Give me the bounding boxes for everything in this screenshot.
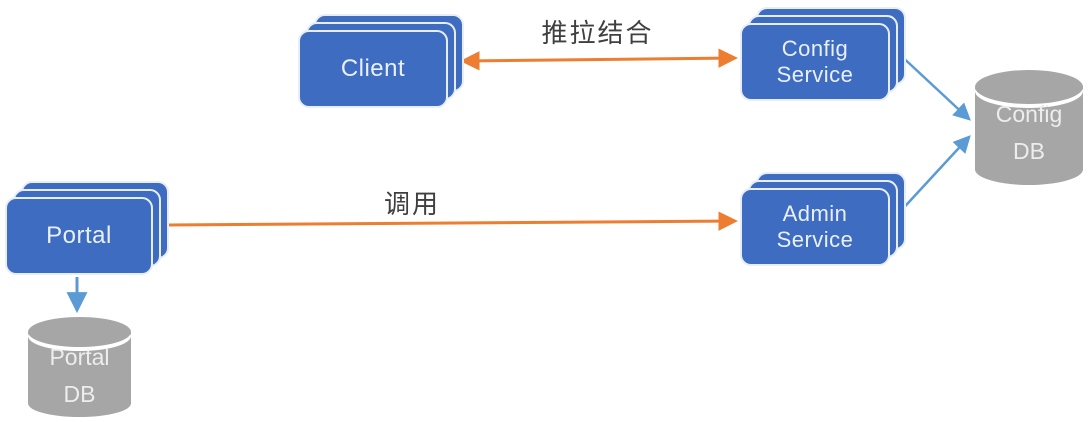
edge-configservice-configdb [896,51,971,121]
config-db-cylinder-top [975,70,1083,104]
edge-label-call: 调用 [383,189,440,219]
config-service-label: Config Service [776,35,854,87]
portal-db-cylinder-top [28,317,131,347]
edge-label-push-pull: 推拉结合 [541,18,654,48]
config-service-box: Config Service [740,23,890,101]
portal-label: Portal [46,221,112,249]
edge-portal-adminservice [167,211,738,231]
edge-client-configservice [460,48,738,71]
config-db-node: Config DB [975,70,1083,185]
admin-service-label: Admin Service [776,200,854,252]
client-label: Client [340,54,406,82]
portal-box: Portal [5,197,153,275]
config-db-label: Config DB [995,101,1063,164]
edge-adminservice-configdb [896,135,971,216]
portal-db-node: Portal DB [28,317,131,417]
config-service-node: Config Service [740,7,906,101]
client-node: Client [298,14,464,108]
portal-db-label: Portal DB [49,344,110,407]
portal-node: Portal [5,181,169,275]
admin-service-box: Admin Service [740,188,890,266]
client-box: Client [298,30,448,108]
admin-service-node: Admin Service [740,172,906,266]
